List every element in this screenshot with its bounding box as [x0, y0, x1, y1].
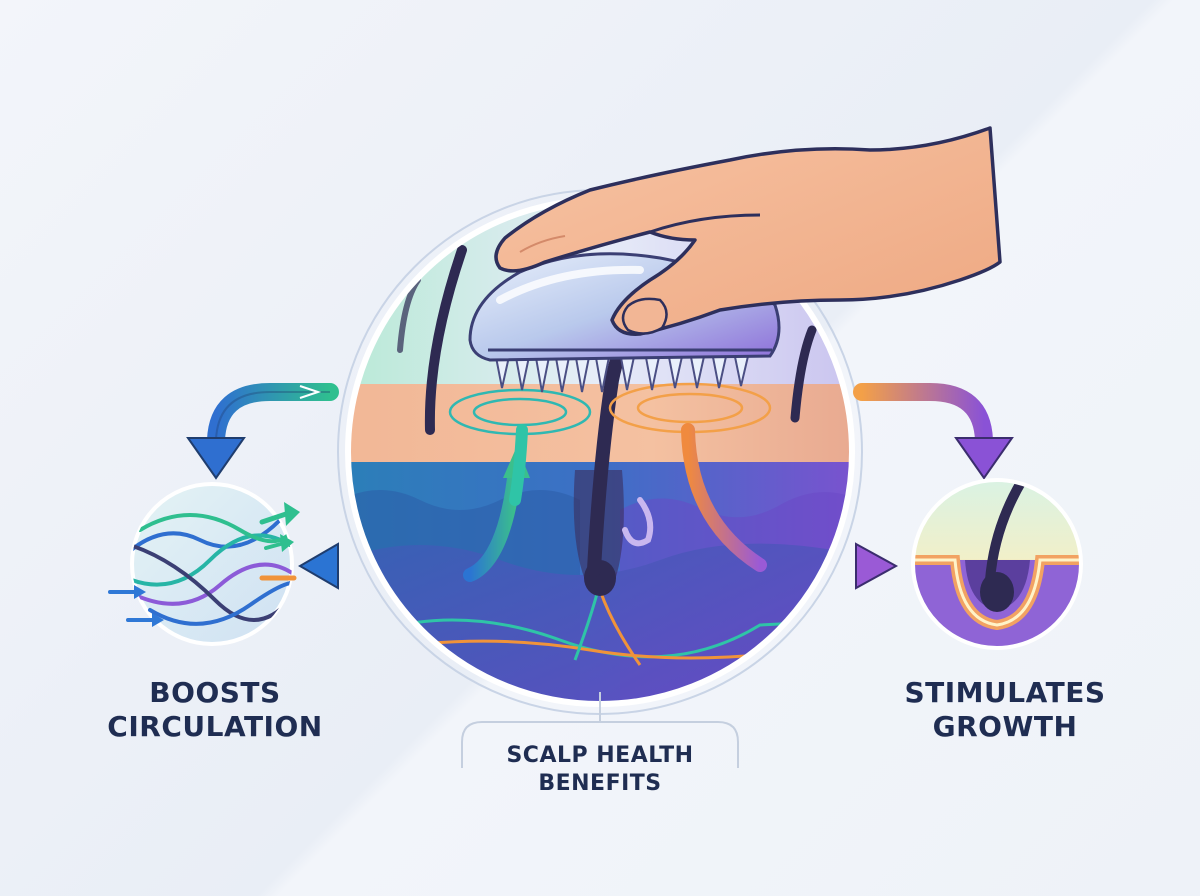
label-line: SCALP HEALTH [506, 743, 694, 768]
label-line: CIRCULATION [107, 710, 323, 743]
flow-arrow-icon [186, 383, 339, 480]
boosts-circulation-label: BOOSTS CIRCULATION [90, 676, 340, 744]
flow-arrow-icon [732, 542, 899, 590]
scalp-health-benefits-label: SCALP HEALTH BENEFITS [470, 742, 730, 798]
flow-arrow-icon [298, 542, 478, 590]
hair-follicle-icon [911, 478, 1083, 650]
blood-vessel-network-icon [108, 482, 300, 646]
hand-icon [494, 126, 1002, 336]
label-line: STIMULATES [904, 676, 1106, 709]
stimulates-growth-label: STIMULATES GROWTH [880, 676, 1130, 744]
flow-arrow-down [681, 423, 767, 572]
label-bracket [461, 721, 739, 768]
label-line: GROWTH [932, 710, 1078, 743]
label-line: BENEFITS [538, 771, 662, 796]
flow-arrow-icon [853, 383, 1014, 480]
label-line: BOOSTS [149, 676, 281, 709]
